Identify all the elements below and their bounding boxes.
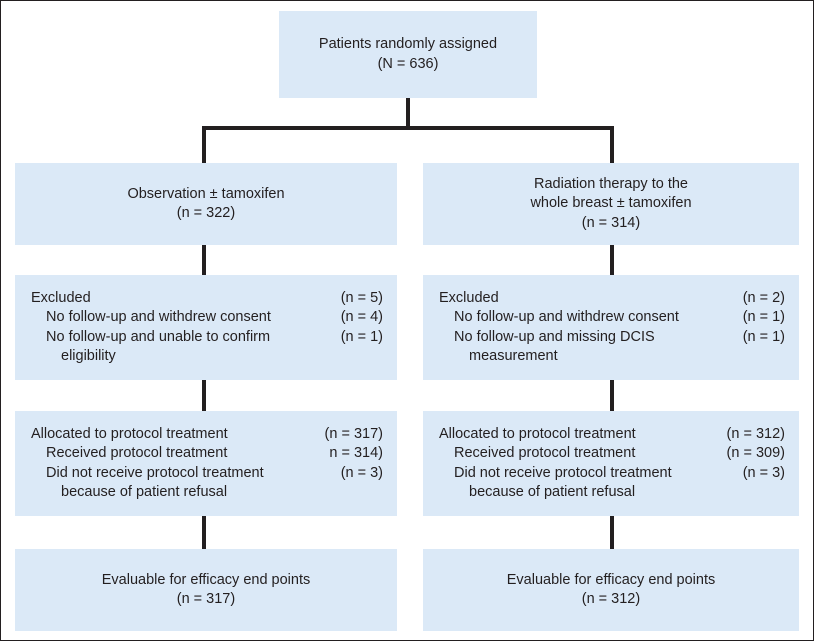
allocation-left-row-label: Allocated to protocol treatment [31, 426, 228, 443]
excluded-left-row-label: eligibility [61, 347, 116, 364]
allocation-right-row: Allocated to protocol treatment (n = 312… [439, 425, 785, 444]
excluded-left-row-count: (n = 5) [340, 290, 383, 307]
excluded-right-row: measurement [439, 347, 785, 366]
excluded-left-row-count: (n = 4) [340, 309, 383, 326]
excluded-left-row: No follow-up and unable to confirm (n = … [31, 328, 383, 347]
allocation-right-row-count: (n = 309) [726, 445, 785, 462]
allocation-right-row-label: Received protocol treatment [454, 445, 636, 462]
connector-fork-right-drop [610, 126, 614, 163]
connector-allocation-left-to-analysis [202, 516, 206, 549]
connector-fork-left-drop [202, 126, 206, 163]
allocation-right-row-count: (n = 312) [726, 426, 785, 443]
allocation-right-row-count: (n = 3) [742, 464, 785, 481]
excluded-left-row-label: Excluded [31, 290, 91, 307]
node-excluded-left: Excluded (n = 5) No follow-up and withdr… [15, 275, 397, 380]
node-allocation-right: Allocated to protocol treatment (n = 312… [423, 411, 799, 516]
allocation-right-row: Did not receive protocol treatment (n = … [439, 464, 785, 483]
arm-left-line-1: Observation ± tamoxifen [127, 185, 285, 202]
excluded-left-row-count: (n = 1) [340, 328, 383, 345]
node-allocation-left: Allocated to protocol treatment (n = 317… [15, 411, 397, 516]
excluded-right-row-label: No follow-up and withdrew consent [454, 309, 679, 326]
analysis-right-line-2: (n = 312) [581, 591, 641, 607]
node-arm-right: Radiation therapy to the whole breast ± … [423, 163, 799, 245]
excluded-left-row: eligibility [31, 347, 383, 366]
excluded-right-row: No follow-up and missing DCIS (n = 1) [439, 328, 785, 347]
connector-enrollment-to-fork [406, 98, 410, 126]
allocation-right-row: Received protocol treatment (n = 309) [439, 444, 785, 463]
arm-right-line-1: Radiation therapy to the [534, 176, 688, 193]
excluded-left-row-label: No follow-up and withdrew consent [46, 309, 271, 326]
excluded-left-row: No follow-up and withdrew consent (n = 4… [31, 308, 383, 327]
allocation-left-row-label: Did not receive protocol treatment [46, 464, 264, 481]
allocation-left-row: because of patient refusal [31, 483, 383, 502]
node-excluded-right: Excluded (n = 2) No follow-up and withdr… [423, 275, 799, 380]
analysis-left-line-2: (n = 317) [176, 591, 236, 607]
allocation-left-row: Allocated to protocol treatment (n = 317… [31, 425, 383, 444]
allocation-right-row-label: because of patient refusal [469, 483, 636, 500]
allocation-left-row-label: because of patient refusal [61, 483, 228, 500]
connector-arm-right-to-excluded [610, 245, 614, 275]
excluded-right-row-label: Excluded [439, 290, 499, 307]
allocation-left-row-count: (n = 3) [340, 464, 383, 481]
allocation-left-row-count: n = 314) [329, 445, 383, 462]
node-enrollment: Patients randomly assigned (N = 636) [279, 11, 537, 98]
allocation-right-row: because of patient refusal [439, 483, 785, 502]
excluded-right-row-count: (n = 1) [742, 309, 785, 326]
enrollment-line-1: Patients randomly assigned [318, 36, 498, 53]
excluded-right-row: No follow-up and withdrew consent (n = 1… [439, 308, 785, 327]
node-analysis-right: Evaluable for efficacy end points (n = 3… [423, 549, 799, 631]
allocation-right-row-label: Allocated to protocol treatment [439, 426, 636, 443]
allocation-left-row: Received protocol treatment n = 314) [31, 444, 383, 463]
connector-fork-horizontal [202, 126, 614, 130]
allocation-left-row: Did not receive protocol treatment (n = … [31, 464, 383, 483]
connector-allocation-right-to-analysis [610, 516, 614, 549]
node-arm-left: Observation ± tamoxifen (n = 322) [15, 163, 397, 245]
connector-excluded-left-to-allocation [202, 380, 206, 411]
connector-arm-left-to-excluded [202, 245, 206, 275]
allocation-left-row-label: Received protocol treatment [46, 445, 228, 462]
excluded-right-row-count: (n = 1) [742, 328, 785, 345]
arm-right-line-3: (n = 314) [581, 214, 641, 231]
excluded-right-row-label: No follow-up and missing DCIS [454, 328, 655, 345]
excluded-left-row: Excluded (n = 5) [31, 289, 383, 308]
node-analysis-left: Evaluable for efficacy end points (n = 3… [15, 549, 397, 631]
arm-left-line-2: (n = 322) [176, 205, 236, 221]
analysis-right-line-1: Evaluable for efficacy end points [506, 571, 716, 588]
enrollment-line-2: (N = 636) [377, 55, 439, 72]
excluded-right-row-label: measurement [469, 347, 558, 364]
analysis-left-line-1: Evaluable for efficacy end points [101, 571, 311, 588]
excluded-left-row-label: No follow-up and unable to confirm [46, 328, 271, 345]
excluded-right-row-count: (n = 2) [742, 290, 785, 307]
allocation-left-row-count: (n = 317) [324, 426, 383, 443]
excluded-right-row: Excluded (n = 2) [439, 289, 785, 308]
connector-excluded-right-to-allocation [610, 380, 614, 411]
arm-right-line-2: whole breast ± tamoxifen [530, 195, 692, 212]
allocation-right-row-label: Did not receive protocol treatment [454, 464, 672, 481]
